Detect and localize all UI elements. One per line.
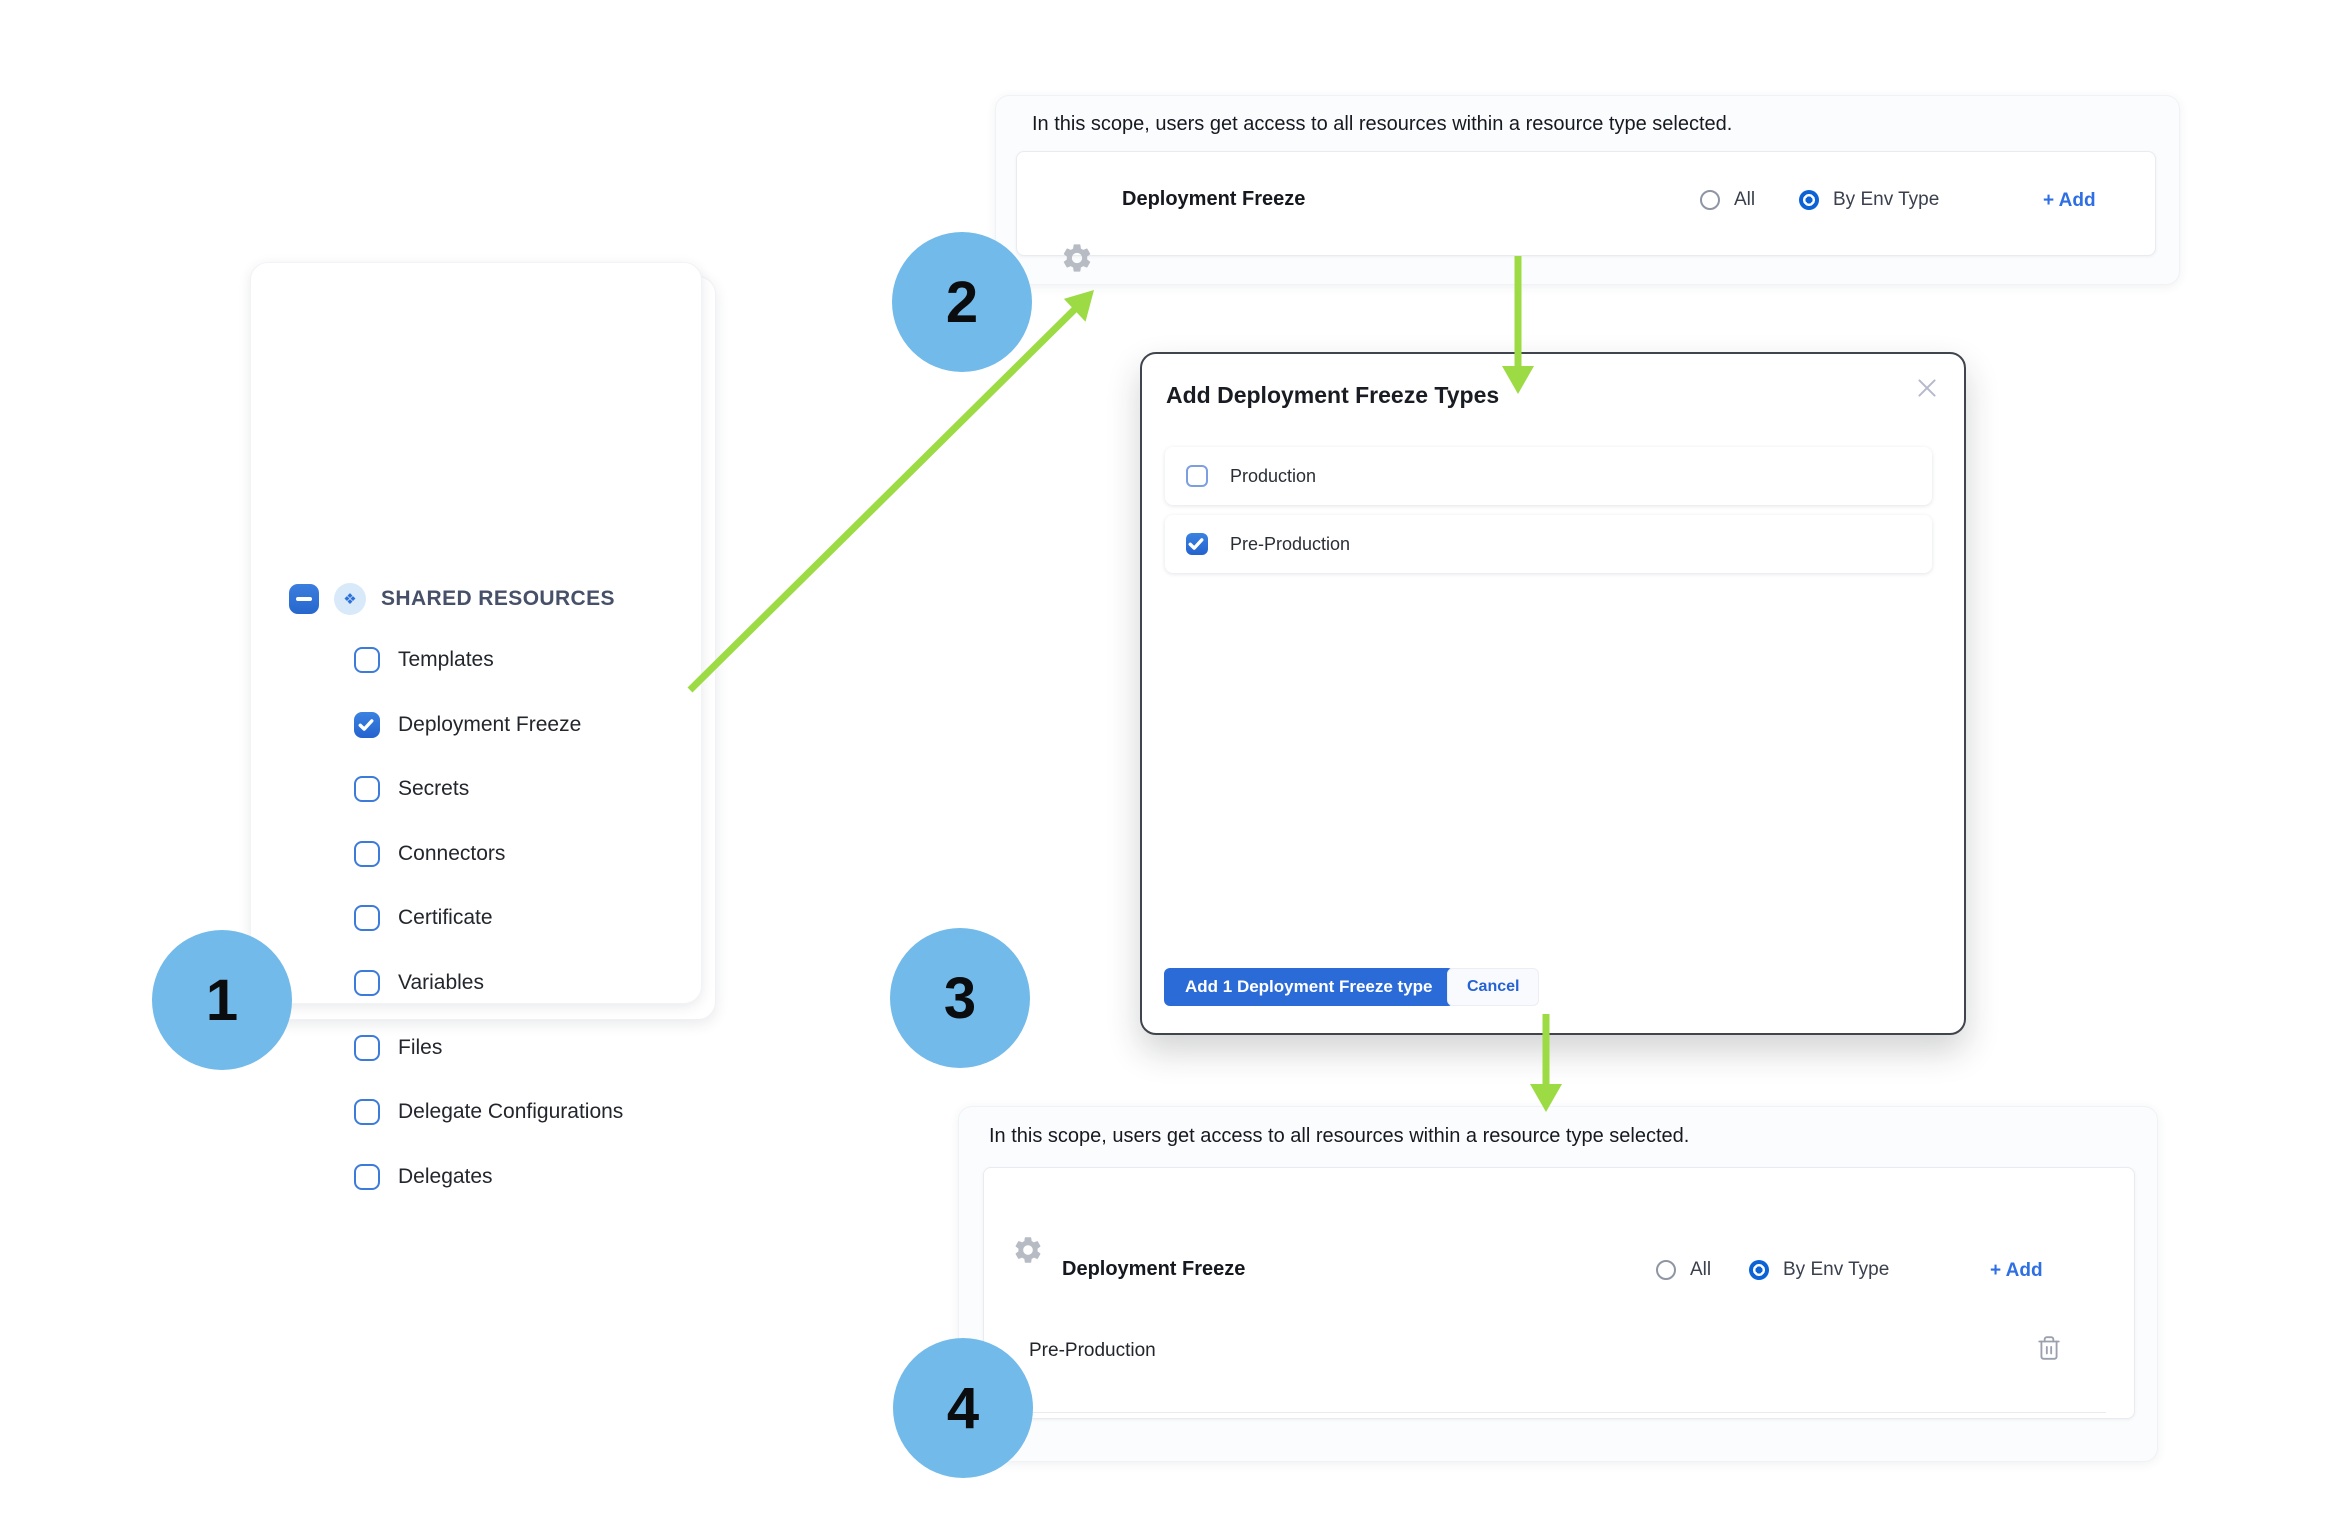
checkbox-label: Variables: [398, 970, 484, 994]
env-type-entry: Pre-Production: [1029, 1340, 1156, 1361]
scope-description: In this scope, users get access to all r…: [989, 1125, 1690, 1147]
radio-by-env-type[interactable]: By Env Type: [1749, 1259, 1889, 1281]
checkbox-label: Delegate Configurations: [398, 1100, 624, 1124]
checkbox[interactable]: [354, 776, 380, 803]
step-badge-4: 4: [893, 1338, 1033, 1478]
scope-panel-top: In this scope, users get access to all r…: [995, 95, 2180, 285]
radio-icon[interactable]: [1656, 1260, 1676, 1280]
shared-resources-title: SHARED RESOURCES: [381, 587, 615, 610]
resource-row-connectors[interactable]: Connectors: [354, 840, 623, 867]
collapse-button[interactable]: [289, 584, 319, 614]
scope-description: In this scope, users get access to all r…: [1032, 113, 1733, 135]
resource-row-templates[interactable]: Templates: [354, 647, 623, 673]
radio-label: By Env Type: [1783, 1259, 1890, 1280]
resource-row-secrets[interactable]: Secrets: [354, 776, 623, 803]
resource-row-title: Deployment Freeze: [1062, 1258, 1246, 1280]
add-button[interactable]: + Add: [1990, 1260, 2043, 1281]
modal-title: Add Deployment Freeze Types: [1166, 382, 1500, 408]
trash-icon[interactable]: [2034, 1334, 2064, 1364]
checkbox-label: Certificate: [398, 906, 493, 930]
checkbox[interactable]: [1186, 533, 1208, 555]
checkbox-label: Delegates: [398, 1164, 493, 1188]
gear-icon: [1015, 1237, 1041, 1263]
gear-icon: [1063, 244, 1091, 272]
add-freeze-types-modal: Add Deployment Freeze Types Production P…: [1140, 352, 1966, 1035]
deployment-freeze-card: Deployment Freeze All By Env Type + Add …: [983, 1167, 2135, 1419]
checkbox[interactable]: [354, 840, 380, 867]
checkbox[interactable]: [354, 647, 380, 673]
checkbox-label: Secrets: [398, 777, 470, 801]
resource-row-delegates[interactable]: Delegates: [354, 1163, 623, 1190]
option-row-pre-production[interactable]: Pre-Production: [1165, 515, 1932, 573]
checkbox[interactable]: [354, 1163, 380, 1190]
checkbox[interactable]: [354, 1099, 380, 1126]
checkbox[interactable]: [354, 711, 380, 738]
resource-type-panel: ❖ SHARED RESOURCES Templates Deployment …: [250, 262, 702, 1190]
add-button[interactable]: + Add: [2043, 190, 2096, 211]
radio-label: By Env Type: [1833, 189, 1940, 210]
option-row-production[interactable]: Production: [1165, 447, 1932, 505]
checkbox[interactable]: [354, 969, 380, 996]
checkbox[interactable]: [354, 1034, 380, 1061]
resource-row-delegate-configurations[interactable]: Delegate Configurations: [354, 1099, 624, 1126]
radio-icon[interactable]: [1749, 1260, 1769, 1280]
resource-row-certificate[interactable]: Certificate: [354, 905, 623, 932]
checkbox-label: Files: [398, 1035, 443, 1059]
step-badge-2: 2: [892, 232, 1032, 372]
arrowhead-1: [1063, 290, 1094, 322]
radio-icon[interactable]: [1700, 190, 1720, 210]
resource-row-files[interactable]: Files: [354, 1034, 623, 1061]
radio-label: All: [1690, 1259, 1712, 1280]
resource-row-deployment-freeze[interactable]: Deployment Freeze: [354, 711, 623, 738]
checkbox[interactable]: [1186, 465, 1208, 487]
checkbox-label: Templates: [398, 648, 494, 671]
step-badge-1: 1: [152, 930, 292, 1070]
checkbox[interactable]: [354, 905, 380, 932]
option-label: Production: [1230, 465, 1317, 486]
radio-icon[interactable]: [1799, 190, 1819, 210]
resource-row-title: Deployment Freeze: [1122, 188, 1306, 210]
minus-icon: [296, 597, 312, 601]
resource-checkbox-list: Templates Deployment Freeze Secrets Conn…: [354, 647, 623, 1190]
option-label: Pre-Production: [1230, 533, 1351, 554]
radio-label: All: [1734, 189, 1756, 210]
shared-resources-icon: ❖: [334, 583, 366, 615]
deployment-freeze-card: Deployment Freeze All By Env Type + Add: [1016, 151, 2156, 272]
radio-by-env-type[interactable]: By Env Type: [1799, 189, 1939, 211]
shared-resources-header-row: ❖ SHARED RESOURCES: [289, 583, 615, 615]
step-badge-3: 3: [890, 928, 1030, 1068]
checkbox-label: Deployment Freeze: [398, 712, 582, 736]
add-freeze-type-button[interactable]: Add 1 Deployment Freeze type: [1164, 968, 1454, 1006]
radio-all[interactable]: All: [1700, 189, 1755, 211]
radio-all[interactable]: All: [1656, 1259, 1711, 1281]
scope-panel-bottom: In this scope, users get access to all r…: [958, 1106, 2158, 1462]
row-divider: [1014, 1412, 2106, 1413]
arrow-panel1-to-panel2: [687, 305, 1079, 693]
checkbox-label: Connectors: [398, 841, 506, 865]
resource-row-variables[interactable]: Variables: [354, 969, 623, 996]
close-icon[interactable]: [1912, 374, 1942, 404]
cancel-button[interactable]: Cancel: [1447, 968, 1540, 1006]
